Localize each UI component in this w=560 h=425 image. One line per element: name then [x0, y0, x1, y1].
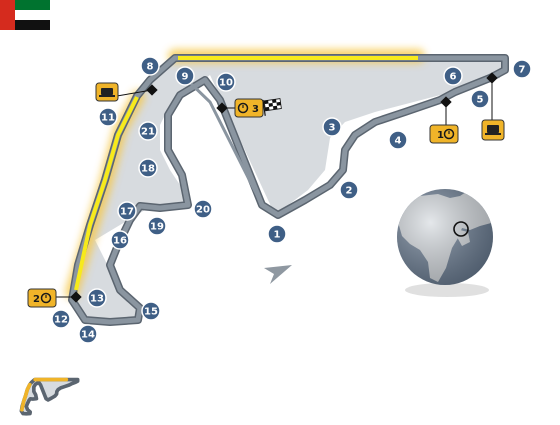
- turn-marker: 1: [267, 224, 287, 244]
- stopwatch-icon: [237, 102, 249, 114]
- infield-area: [72, 62, 505, 320]
- turn-marker: 10: [216, 72, 236, 92]
- turn-number: 18: [141, 164, 155, 175]
- sector-3-tag: 3: [234, 98, 264, 118]
- turn-marker: 9: [175, 66, 195, 86]
- speed-trap-icon: [95, 82, 119, 102]
- turn-marker: 8: [140, 56, 160, 76]
- sector-1-label: 1: [437, 130, 444, 141]
- turn-number: 12: [54, 315, 68, 326]
- turn-badge: [443, 66, 463, 86]
- track-surface: [69, 55, 508, 325]
- checkered-flag-icon: [262, 98, 282, 116]
- turn-marker: 21: [138, 121, 158, 141]
- sector-1-tag: 1: [429, 124, 459, 144]
- turn-marker: 4: [388, 130, 408, 150]
- turn-number: 21: [141, 127, 155, 138]
- turn-badge: [110, 230, 130, 250]
- sector-3-label: 3: [252, 104, 259, 115]
- stopwatch-icon: [40, 292, 52, 304]
- turn-badge: [216, 72, 236, 92]
- turn-badge: [147, 216, 167, 236]
- minimap-icon: [19, 377, 80, 416]
- turn-number: 11: [101, 113, 115, 124]
- turn-badge: [388, 130, 408, 150]
- turn-badge: [87, 288, 107, 308]
- turn-number: 1: [274, 230, 281, 241]
- turn-badge: [470, 89, 490, 109]
- turn-number: 17: [120, 207, 134, 218]
- turn-marker: 6: [443, 66, 463, 86]
- turn-badge: [51, 309, 71, 329]
- turn-number: 15: [144, 307, 158, 318]
- turn-number: 2: [346, 186, 353, 197]
- speed-trap-icon: [481, 119, 505, 141]
- turn-number: 6: [450, 72, 457, 83]
- turn-marker: 12: [51, 309, 71, 329]
- turn-badge: [98, 107, 118, 127]
- turn-badge: [141, 301, 161, 321]
- turn-number: 20: [196, 205, 210, 216]
- direction-arrow-icon: [264, 265, 292, 284]
- globe-icon: [397, 189, 493, 297]
- location-circle-icon: [453, 221, 469, 237]
- turn-number: 19: [150, 222, 164, 233]
- drs-zone-back-straight: [74, 96, 139, 291]
- turn-badge: [140, 56, 160, 76]
- stopwatch-icon: [443, 128, 455, 140]
- turn-badge: [138, 158, 158, 178]
- turn-marker: 18: [138, 158, 158, 178]
- uae-flag: [0, 0, 50, 30]
- pit-lane: [180, 73, 264, 206]
- turn-marker: 19: [147, 216, 167, 236]
- turn-badge: [322, 117, 342, 137]
- turn-marker: 11: [98, 107, 118, 127]
- turn-number: 5: [477, 95, 484, 106]
- sector-2-label: 2: [33, 294, 40, 305]
- turn-marker: 13: [87, 288, 107, 308]
- turn-number: 13: [90, 294, 104, 305]
- turn-marker: 7: [512, 59, 532, 79]
- turn-number: 4: [395, 136, 402, 147]
- turn-number: 14: [81, 330, 95, 341]
- turn-badge: [512, 59, 532, 79]
- turn-number: 9: [182, 72, 189, 83]
- turn-marker: 5: [470, 89, 490, 109]
- turn-marker: 20: [193, 199, 213, 219]
- turn-number: 7: [519, 65, 526, 76]
- turn-number: 10: [219, 78, 233, 89]
- sector-2-tag: 2: [27, 288, 57, 308]
- turn-badge: [339, 180, 359, 200]
- turn-badge: [193, 199, 213, 219]
- turn-badge: [117, 201, 137, 221]
- turn-badge: [78, 324, 98, 344]
- turn-badge: [138, 121, 158, 141]
- turn-number: 3: [329, 123, 336, 134]
- turn-marker: 3: [322, 117, 342, 137]
- turn-marker: 15: [141, 301, 161, 321]
- turn-number: 16: [113, 236, 127, 247]
- turn-marker: 2: [339, 180, 359, 200]
- turn-marker: 17: [117, 201, 137, 221]
- turn-marker: 14: [78, 324, 98, 344]
- turn-marker: 16: [110, 230, 130, 250]
- turn-number: 8: [147, 62, 154, 73]
- turn-badge: [175, 66, 195, 86]
- turn-badge: [267, 224, 287, 244]
